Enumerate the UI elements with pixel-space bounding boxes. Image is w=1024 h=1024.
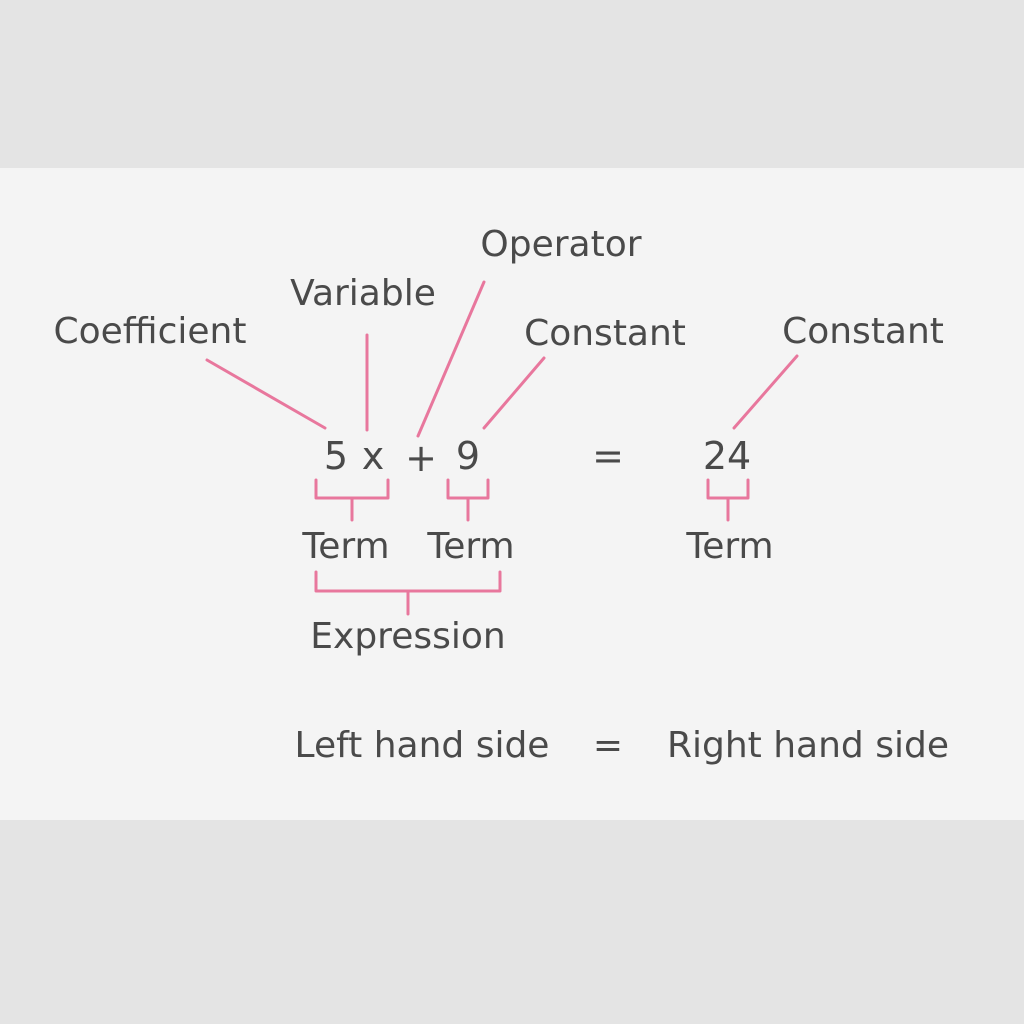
right-hand-side-label: Right hand side: [667, 725, 949, 766]
term-1-label: Term: [301, 526, 389, 567]
term-3-label: Term: [685, 526, 773, 567]
sides-equals-symbol: =: [593, 725, 623, 766]
bottom-band: [0, 820, 1024, 1024]
expression-bracket: [314, 570, 502, 616]
equals-symbol: =: [592, 434, 624, 478]
operator-label: Operator: [480, 224, 641, 265]
constant-label-right: Constant: [782, 311, 944, 352]
expression-label: Expression: [310, 616, 505, 657]
constant-label-left: Constant: [524, 313, 686, 354]
left-hand-side-label: Left hand side: [295, 725, 550, 766]
term-2-label: Term: [426, 526, 514, 567]
term-1-bracket: [314, 478, 390, 522]
coefficient-label: Coefficient: [54, 311, 247, 352]
operator-symbol: +: [405, 436, 437, 480]
variable-value: x: [362, 434, 385, 478]
operator-pointer-line: [416, 280, 486, 438]
top-band: [0, 0, 1024, 168]
constant-right-pointer-line: [732, 354, 799, 430]
diagram-panel: [0, 168, 1024, 820]
constant-left-pointer-line: [482, 356, 546, 430]
coefficient-pointer-line: [205, 358, 327, 430]
coefficient-value: 5: [324, 434, 348, 478]
term-3-bracket: [706, 478, 750, 522]
term-2-bracket: [446, 478, 490, 522]
right-constant-value: 24: [703, 434, 751, 478]
constant-value: 9: [456, 434, 480, 478]
variable-label: Variable: [290, 273, 436, 314]
